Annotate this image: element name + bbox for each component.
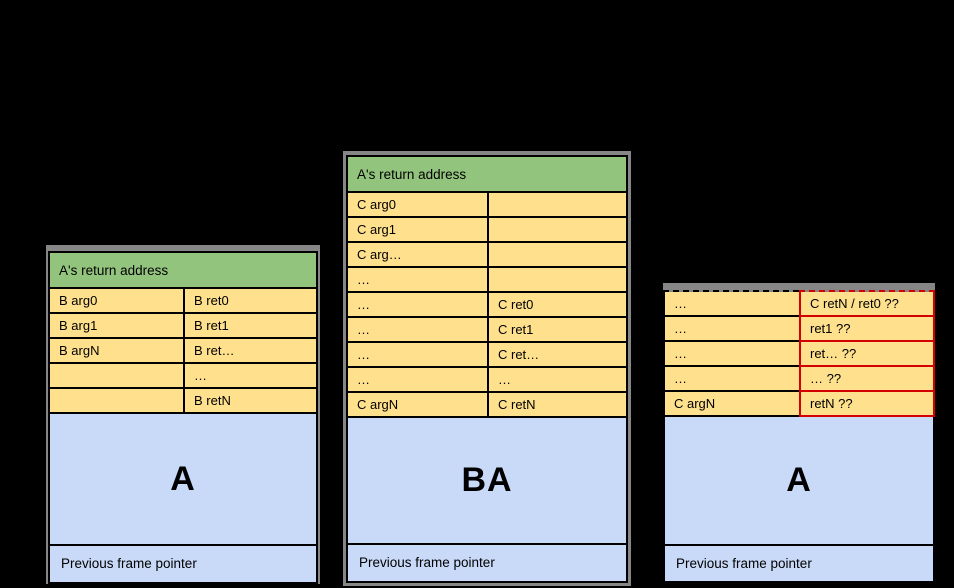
ret-cell: C retN xyxy=(487,393,626,418)
arg-cell: … xyxy=(348,318,487,343)
frame-body-ba: BA xyxy=(348,418,626,545)
arg-cell: C arg0 xyxy=(348,193,487,218)
arg-cell: … xyxy=(348,368,487,393)
table-row: … … xyxy=(348,368,626,393)
table-row: B retN xyxy=(50,389,316,414)
frame-label: A xyxy=(786,461,812,499)
table-row: … C ret0 xyxy=(348,293,626,318)
ret-cell: C ret0 xyxy=(487,293,626,318)
arg-cell: C argN xyxy=(348,393,487,418)
table-row: … C ret… xyxy=(348,343,626,368)
arg-cell xyxy=(50,389,183,414)
table-row: B arg0 B ret0 xyxy=(50,289,316,314)
arg-cell: C arg… xyxy=(348,243,487,268)
dashed-red-border xyxy=(799,283,935,292)
ret-cell xyxy=(487,243,626,268)
table-row: C arg… xyxy=(348,243,626,268)
return-address-cell: A's return address xyxy=(348,157,626,193)
table-row: C argN retN ?? xyxy=(663,392,935,417)
frame-label: BA xyxy=(461,461,513,499)
arg-cell: … xyxy=(663,317,799,342)
frame-body-a: A xyxy=(50,414,316,546)
arg-cell: … xyxy=(663,342,799,367)
ret-cell-highlighted: ret1 ?? xyxy=(799,317,935,342)
ret-cell xyxy=(487,193,626,218)
arg-cell: … xyxy=(663,292,799,317)
frame-cut-dashed-border xyxy=(663,283,935,292)
table-row: … ret1 ?? xyxy=(663,317,935,342)
table-row: … xyxy=(348,268,626,293)
ret-cell: C ret… xyxy=(487,343,626,368)
ret-cell-highlighted: C retN / ret0 ?? xyxy=(799,292,935,317)
ret-cell xyxy=(487,268,626,293)
previous-frame-pointer-cell: Previous frame pointer xyxy=(50,546,316,582)
frame-label: A xyxy=(170,459,196,498)
table-row: B arg1 B ret1 xyxy=(50,314,316,339)
previous-frame-pointer-cell: Previous frame pointer xyxy=(663,546,935,583)
table-row: B argN B ret… xyxy=(50,339,316,364)
ret-cell: B retN xyxy=(183,389,316,414)
dashed-black-border xyxy=(663,283,799,292)
previous-frame-pointer-cell: Previous frame pointer xyxy=(348,545,626,581)
table-row: … ret… ?? xyxy=(663,342,935,367)
table-row: … … ?? xyxy=(663,367,935,392)
stack-b-table: A's return address B arg0 B ret0 B arg1 … xyxy=(48,251,318,584)
table-row: C arg0 xyxy=(348,193,626,218)
ret-cell: C ret1 xyxy=(487,318,626,343)
arg-cell: C arg1 xyxy=(348,218,487,243)
table-row: … xyxy=(50,364,316,389)
stack-ba-table: A's return address C arg0 C arg1 C arg… … xyxy=(346,155,628,583)
arg-cell xyxy=(50,364,183,389)
stack-tail-call-frame: … C retN / ret0 ?? … ret1 ?? … ret… ?? …… xyxy=(663,283,935,583)
frame-body-a: A xyxy=(663,417,935,546)
table-row: C arg1 xyxy=(348,218,626,243)
arg-cell: B argN xyxy=(50,339,183,364)
arg-cell: … xyxy=(663,367,799,392)
stack-ba-frame: A's return address C arg0 C arg1 C arg… … xyxy=(343,151,631,586)
ret-cell-highlighted: … ?? xyxy=(799,367,935,392)
ret-cell: … xyxy=(183,364,316,389)
arg-cell: B arg1 xyxy=(50,314,183,339)
arg-cell: B arg0 xyxy=(50,289,183,314)
ret-cell: B ret1 xyxy=(183,314,316,339)
table-row: … C retN / ret0 ?? xyxy=(663,292,935,317)
arg-cell: … xyxy=(348,343,487,368)
arg-cell: … xyxy=(348,293,487,318)
ret-cell: … xyxy=(487,368,626,393)
ret-cell: B ret0 xyxy=(183,289,316,314)
ret-cell: B ret… xyxy=(183,339,316,364)
return-address-cell: A's return address xyxy=(50,253,316,289)
stack-b-frame: A's return address B arg0 B ret0 B arg1 … xyxy=(46,245,320,584)
ret-cell-highlighted: ret… ?? xyxy=(799,342,935,367)
stack-tail-call-table: … C retN / ret0 ?? … ret1 ?? … ret… ?? …… xyxy=(663,292,935,583)
ret-cell xyxy=(487,218,626,243)
table-row: … C ret1 xyxy=(348,318,626,343)
table-row: C argN C retN xyxy=(348,393,626,418)
arg-cell: … xyxy=(348,268,487,293)
ret-cell-highlighted: retN ?? xyxy=(799,392,935,417)
arg-cell: C argN xyxy=(663,392,799,417)
